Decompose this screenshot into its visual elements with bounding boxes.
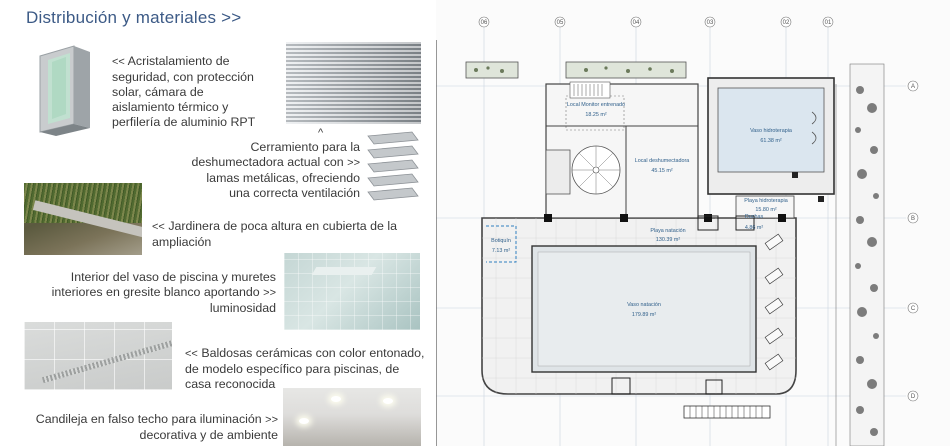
grid-row-label: B — [911, 216, 915, 222]
pool-mosaic-image — [284, 253, 420, 330]
room-name-hydro-deck: Playa hidroterapia — [744, 198, 787, 204]
grid-col-label: 03 — [707, 20, 714, 26]
room-area-dehumidifier: 45.15 m² — [651, 168, 672, 174]
grid-row-label: D — [911, 394, 916, 400]
grid-col-label: 04 — [633, 20, 640, 26]
room-area-monitor: 18.25 m² — [585, 112, 606, 118]
materials-panel: Distribución y materiales >> << Acristal… — [0, 0, 432, 446]
aluminium-window-profile-image — [30, 42, 102, 136]
up-arrow: ^ — [318, 127, 324, 139]
grid-row-label: C — [911, 306, 916, 312]
room-area-first-aid: 7.13 m² — [492, 248, 510, 254]
item-ceiling-text: Candileja en falso techo para iluminació… — [35, 412, 278, 442]
room-area-hydro-deck: 15.80 m² — [755, 207, 776, 213]
room-area-hydro-pool: 61.38 m² — [760, 138, 781, 144]
room-name-swim-deck: Playa natación — [650, 228, 685, 234]
grid-col-label: 05 — [557, 20, 564, 26]
room-name-hydro-pool: Vaso hidroterapia — [750, 128, 792, 134]
metal-blades-image — [362, 130, 422, 202]
louver-panel-image — [286, 42, 421, 124]
section-title: Distribución y materiales >> — [26, 8, 242, 27]
item-glazing-text: << Acristalamiento de seguridad, con pro… — [112, 54, 256, 129]
room-area-swim-deck: 130.39 m² — [656, 237, 680, 243]
room-name-first-aid: Botiquín — [491, 238, 511, 244]
room-area-showers: 4.86 m² — [745, 225, 763, 231]
grid-col-label: 06 — [481, 20, 488, 26]
room-name-showers: Duchas — [745, 214, 764, 220]
item-pool-interior-text: Interior del vaso de piscina y muretes i… — [51, 270, 276, 315]
room-name-monitor: Local Monitor entrenado — [567, 102, 625, 108]
floor-plan: 06 05 04 03 02 01 A B C D — [436, 0, 950, 446]
planter-image — [24, 183, 142, 255]
item-planter-text: << Jardinera de poca altura en cubierta … — [152, 219, 398, 249]
room-name-swim-pool: Vaso natación — [627, 302, 661, 308]
grid-col-label: 01 — [825, 20, 832, 26]
ceiling-lighting-image — [283, 388, 421, 446]
grid-col-label: 02 — [783, 20, 790, 26]
grid-row-label: A — [911, 84, 915, 90]
room-area-swim-pool: 179.89 m² — [632, 312, 656, 318]
ceramic-floor-tiles-image — [24, 322, 172, 390]
room-name-dehumidifier: Local deshumectadora — [635, 158, 690, 164]
item-tiles-text: << Baldosas cerámicas con color entonado… — [185, 346, 425, 391]
item-enclosure-text: Cerramiento para la deshumectadora actua… — [191, 140, 360, 200]
